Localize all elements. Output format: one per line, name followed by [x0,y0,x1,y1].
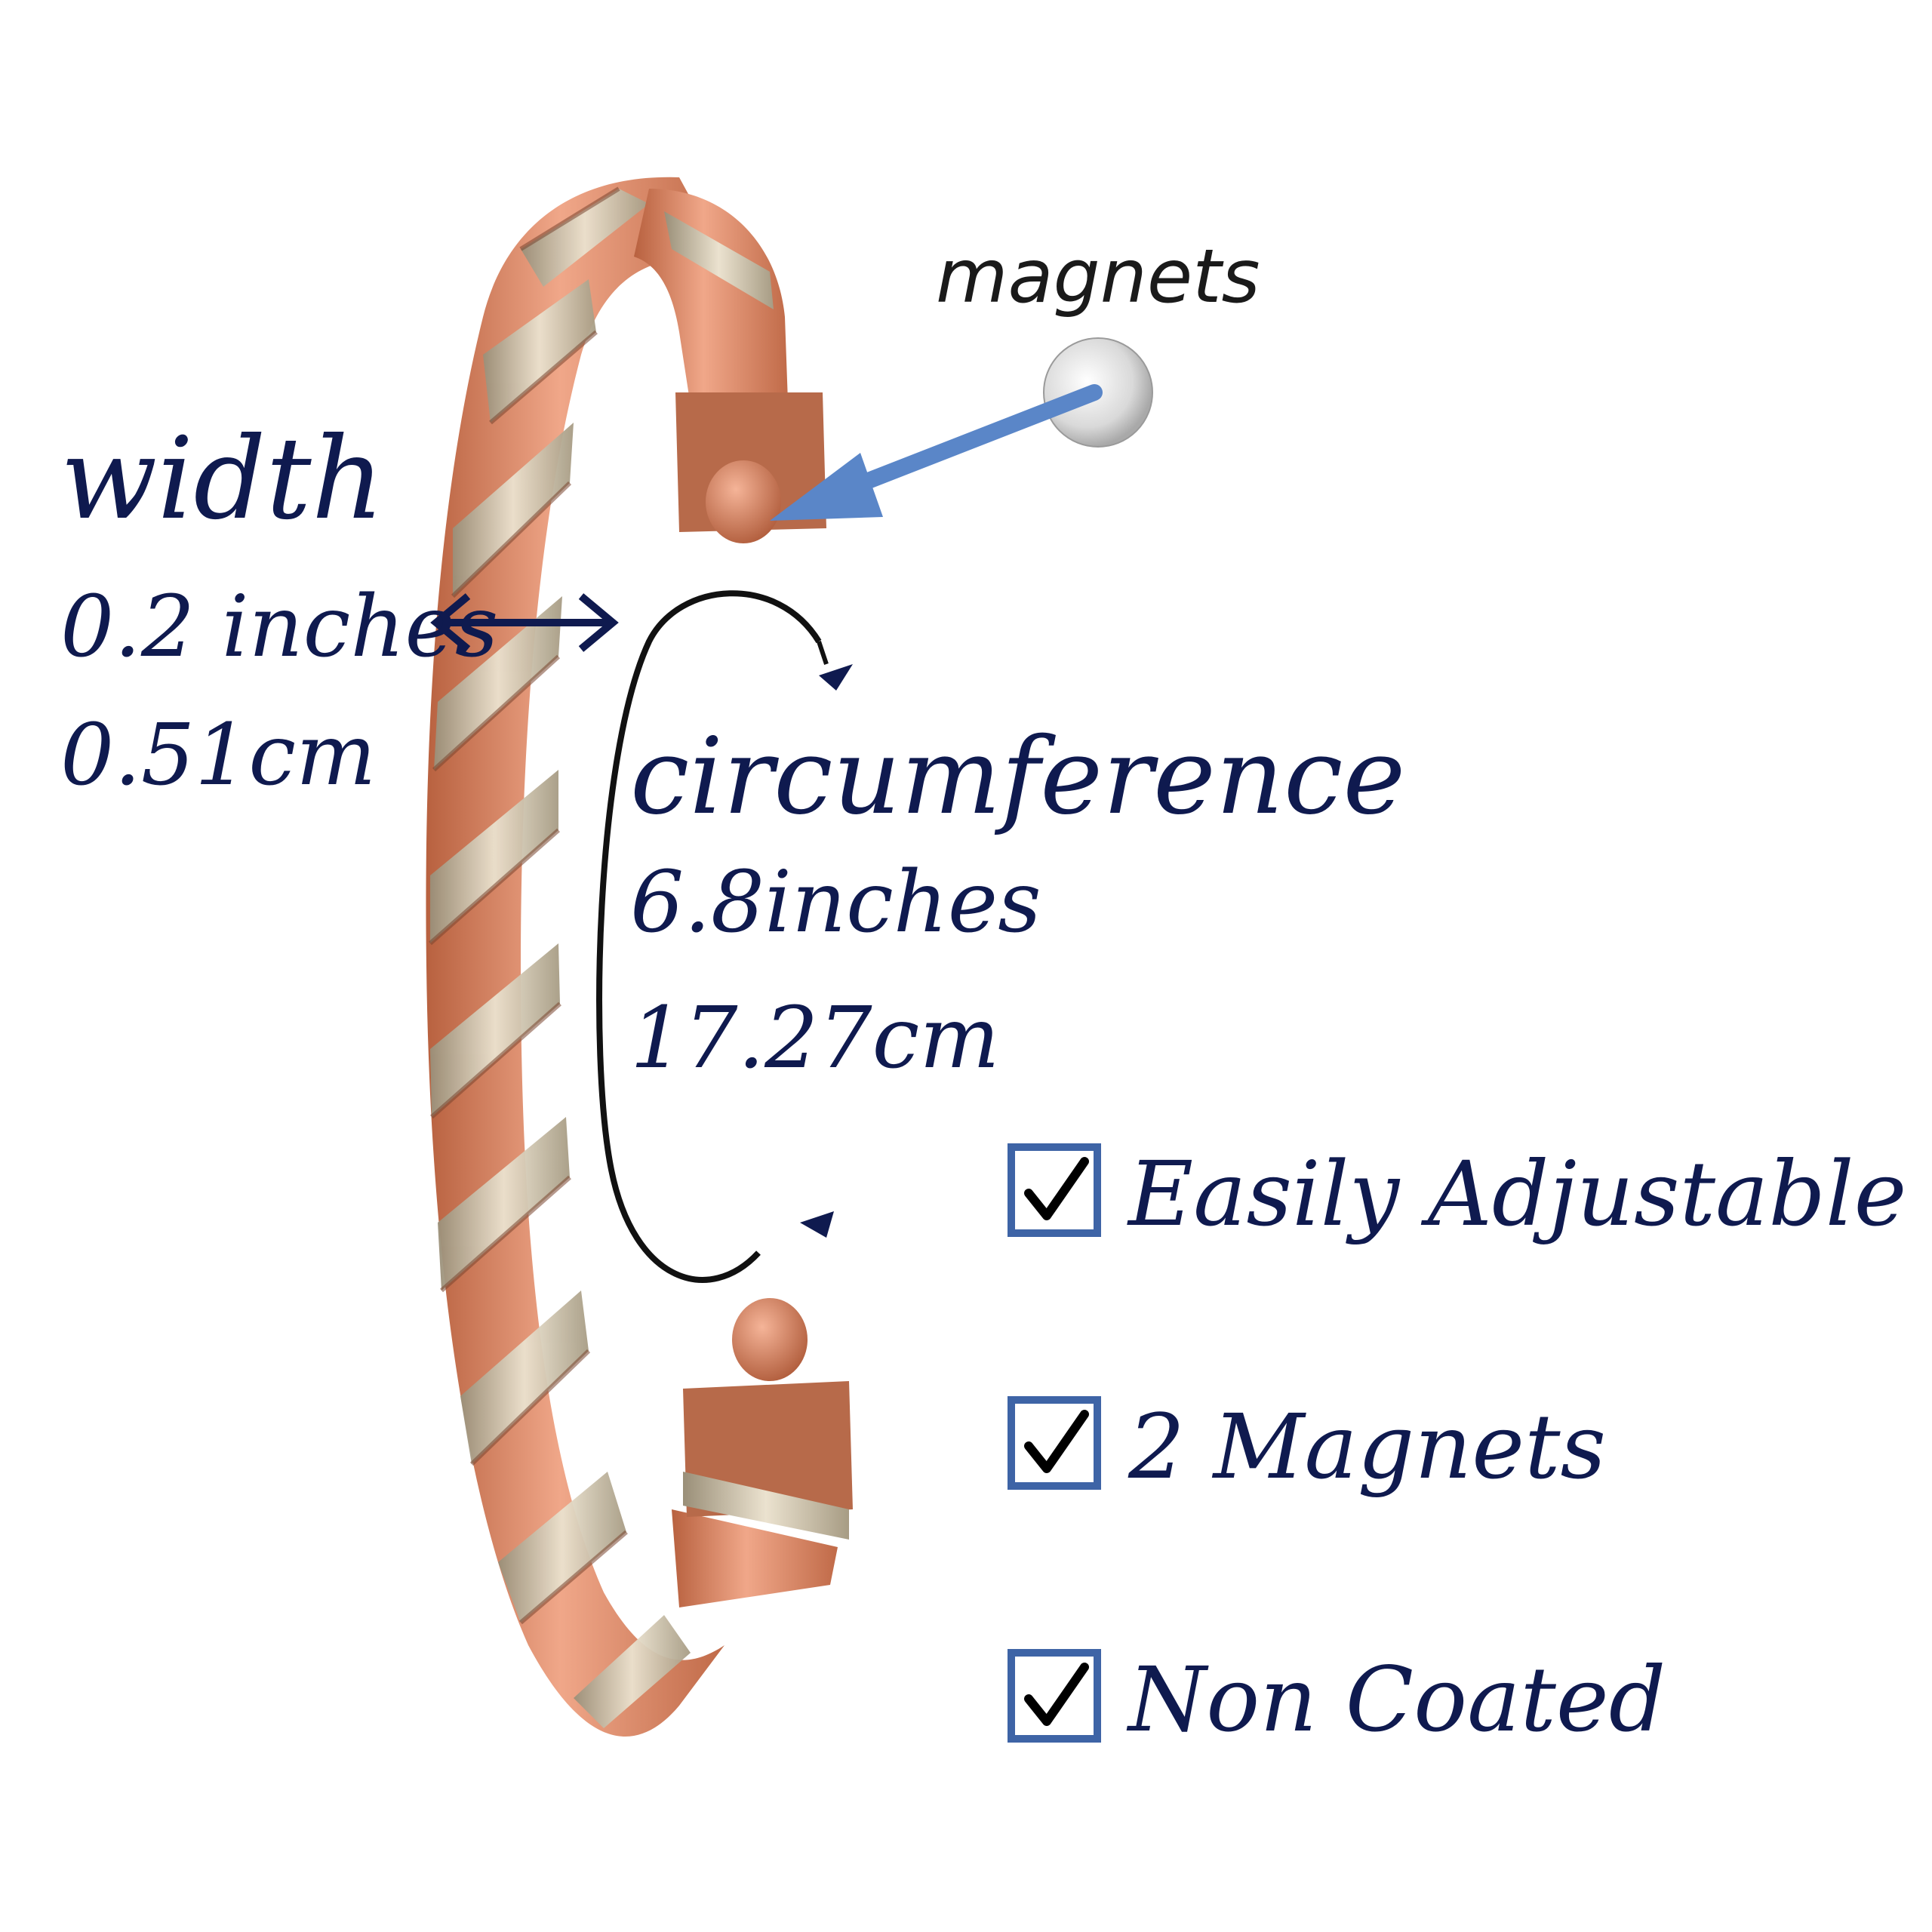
feature-label: Easily Adjustable [1128,1142,1907,1246]
twist-lines [429,186,628,1625]
width-title: width [60,414,385,545]
feature-label: Non Coated [1128,1647,1666,1752]
bottom-magnet-cap [732,1298,808,1381]
magnets-label: magnets [936,234,1260,320]
checkbox-checked-icon [1008,1396,1101,1490]
feature-label: 2 Magnets [1128,1395,1607,1499]
width-inches: 0.2 inches [60,578,499,676]
width-cm: 0.51cm [60,706,377,804]
circumference-cm: 17.27cm [630,989,1000,1088]
top-end-strand [664,211,774,309]
circumference-arrow-icon [596,590,853,1283]
checkbox-checked-icon [1008,1649,1101,1743]
circumference-title: circumference [630,715,1406,838]
magnet-pointer-arrow-icon [770,384,1103,521]
bracelet-cuff [426,177,853,1737]
bracelet-bottom-end [672,1509,838,1607]
top-magnet-cap [706,460,781,543]
checkmark-icon [1024,1157,1089,1220]
silver-strands [430,189,691,1728]
circumference-inches: 6.8inches [630,854,1041,952]
bracelet-body [426,177,724,1737]
checkmark-icon [1024,1663,1089,1726]
checkmark-icon [1024,1410,1089,1473]
bottom-end-strand [683,1472,849,1540]
width-arrow-icon [430,593,619,652]
checkbox-checked-icon [1008,1143,1101,1237]
